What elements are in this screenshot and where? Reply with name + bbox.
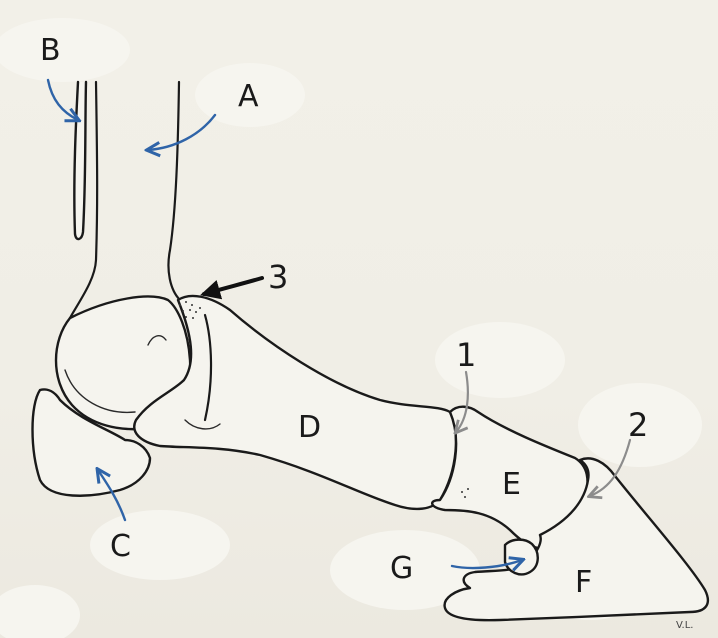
label-E: E <box>502 467 521 502</box>
cannon-bone <box>68 80 182 320</box>
arrow-A <box>148 113 217 150</box>
label-F: F <box>575 565 592 600</box>
splint-bone <box>73 80 88 241</box>
long-pastern-bone <box>133 294 458 511</box>
stipple-shading <box>179 301 469 498</box>
label-D: D <box>298 410 321 445</box>
label-3: 3 <box>268 258 288 296</box>
label-B: B <box>40 33 61 68</box>
coffin-bone <box>443 457 710 622</box>
arrow-G <box>450 560 522 568</box>
arrow-C <box>98 470 127 522</box>
artist-signature: V.L. <box>676 620 693 631</box>
arrow-3 <box>200 276 264 300</box>
label-1: 1 <box>456 336 476 374</box>
arrow-1 <box>456 370 469 432</box>
sesamoid-bone <box>31 388 152 497</box>
label-C: C <box>110 529 131 564</box>
label-2: 2 <box>628 406 648 444</box>
arrow-2 <box>590 438 632 496</box>
label-A: A <box>238 79 259 114</box>
arrow-B <box>46 78 78 120</box>
label-G: G <box>390 551 413 586</box>
navicular-bone <box>503 538 539 576</box>
